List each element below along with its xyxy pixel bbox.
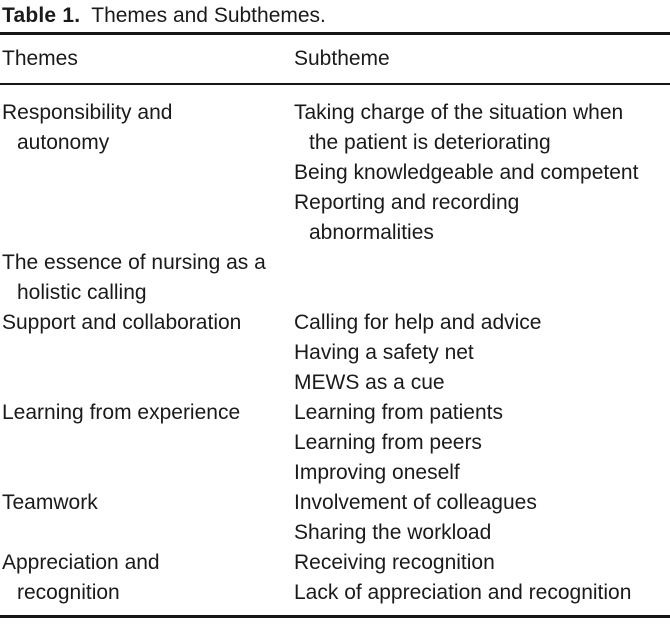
- table-body: Responsibility and autonomy Taking charg…: [0, 85, 670, 608]
- subtheme-cell: Receiving recognition Lack of appreciati…: [294, 548, 670, 608]
- theme-cell: Support and collaboration: [0, 308, 294, 338]
- theme-text: Teamwork: [2, 491, 98, 514]
- table-bottom-rule: [0, 615, 670, 618]
- theme-cell: The essence of nursing as a holistic cal…: [0, 248, 294, 308]
- subtheme-item: Learning from patients: [294, 401, 503, 424]
- subtheme-item: Learning from peers: [294, 431, 482, 454]
- table-row: Appreciation and recognition Receiving r…: [0, 548, 670, 608]
- column-header-subtheme-label: Subtheme: [294, 47, 390, 70]
- table-row: Teamwork Involvement of colleagues Shari…: [0, 488, 670, 548]
- subtheme-cell: Learning from patients Learning from pee…: [294, 398, 670, 488]
- subtheme-item: Involvement of colleagues: [294, 491, 537, 514]
- subtheme-item: Having a safety net: [294, 341, 474, 364]
- subtheme-item: Sharing the workload: [294, 521, 492, 544]
- table-row: Responsibility and autonomy Taking charg…: [0, 98, 670, 248]
- column-header-subtheme: Subtheme: [294, 47, 670, 71]
- subtheme-item: Reporting and recording abnormalities: [294, 191, 520, 244]
- table-caption: Table 1. Themes and Subthemes.: [0, 0, 670, 32]
- table-row: Support and collaboration Calling for he…: [0, 308, 670, 398]
- theme-text: Appreciation and recognition: [2, 551, 160, 604]
- subtheme-cell: Taking charge of the situation when the …: [294, 98, 670, 248]
- theme-text: Responsibility and autonomy: [2, 101, 173, 154]
- subtheme-item: Taking charge of the situation when the …: [294, 101, 624, 154]
- subtheme-item: Calling for help and advice: [294, 311, 542, 334]
- column-header-themes: Themes: [0, 47, 294, 71]
- subtheme-item: Receiving recognition: [294, 551, 495, 574]
- theme-text: Support and collaboration: [2, 311, 242, 334]
- column-header-themes-label: Themes: [2, 47, 78, 70]
- subtheme-item: MEWS as a cue: [294, 371, 445, 394]
- theme-cell: Responsibility and autonomy: [0, 98, 294, 158]
- table-row: The essence of nursing as a holistic cal…: [0, 248, 670, 308]
- table-caption-label: Table 1.: [2, 4, 81, 27]
- theme-text: The essence of nursing as a holistic cal…: [2, 251, 266, 304]
- subtheme-item: Lack of appreciation and recognition: [294, 581, 632, 604]
- subtheme-item: Improving oneself: [294, 461, 460, 484]
- theme-cell: Appreciation and recognition: [0, 548, 294, 608]
- theme-cell: Learning from experience: [0, 398, 294, 428]
- subtheme-cell: Calling for help and advice Having a saf…: [294, 308, 670, 398]
- subtheme-item: Being knowledgeable and competent: [294, 161, 639, 184]
- theme-cell: Teamwork: [0, 488, 294, 518]
- table-header-row: Themes Subtheme: [0, 32, 670, 85]
- subtheme-cell: Involvement of colleagues Sharing the wo…: [294, 488, 670, 548]
- table-row: Learning from experience Learning from p…: [0, 398, 670, 488]
- theme-text: Learning from experience: [2, 401, 241, 424]
- table-caption-text: Themes and Subthemes.: [91, 4, 326, 27]
